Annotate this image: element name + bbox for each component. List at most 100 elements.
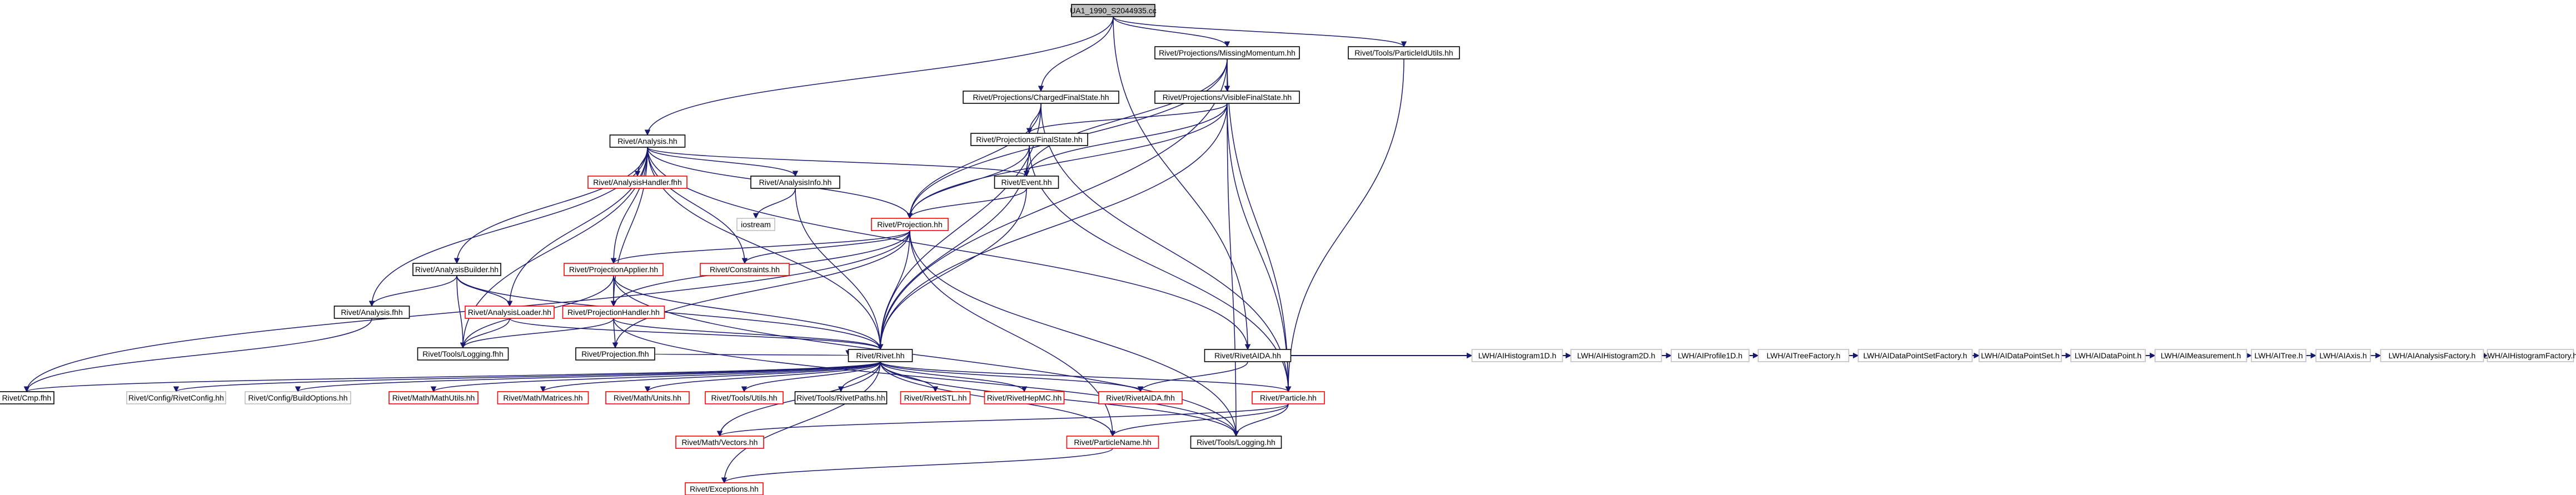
node-label: LWH/AIAxis.h [2319,351,2366,360]
node-tlog[interactable]: Rivet/Tools/Logging.hh [1190,436,1282,449]
node-label: Rivet/Rivet.hh [856,351,904,360]
edge-papp-to-rivet [613,275,884,351]
node-label: Rivet/Tools/Utils.hh [711,393,777,402]
edge-aida-to-aidaf [1137,361,1248,393]
node-ev[interactable]: Rivet/Event.hh [994,176,1059,189]
node-box [497,391,589,404]
edge-part-to-pname [1109,403,1289,437]
edge-ab-to-tlf [456,275,466,349]
node-part[interactable]: Rivet/Particle.hh [1252,391,1325,404]
node-box [1757,349,1850,362]
node-box [1154,46,1300,59]
node-box [1857,349,1973,362]
node-label: Rivet/Projections/VisibleFinalState.hh [1163,93,1292,102]
node-box [794,391,888,404]
edge-ana-to-af [368,147,648,307]
node-box [2251,349,2306,362]
node-label: Rivet/AnalysisInfo.hh [759,178,832,187]
node-cons[interactable]: Rivet/Constraints.hh [700,263,790,276]
edge-ana-to-ev [647,147,1030,177]
node-meas: LWH/AIMeasurement.h [2154,349,2248,362]
node-label: Rivet/Tools/Logging.hh [1197,438,1275,447]
node-box [2380,349,2484,362]
node-cfs[interactable]: Rivet/Projections/ChargedFinalState.hh [963,91,1119,104]
node-label: LWH/AITreeFactory.h [1767,351,1841,360]
node-tlf[interactable]: Rivet/Tools/Logging.fhh [417,347,509,361]
node-label: Rivet/Projections/ChargedFinalState.hh [973,93,1109,102]
node-fs[interactable]: Rivet/Projections/FinalState.hh [970,133,1088,146]
edge-ana-to-ainfo [647,147,799,177]
edge-rivet-to-part [880,361,1291,393]
node-root[interactable]: UA1_1990_S2044935.cc [1070,4,1157,17]
edge-rivet-to-exc [721,361,881,484]
node-h1: LWH/AIHistogram1D.h [1471,349,1563,362]
node-exc[interactable]: Rivet/Exceptions.hh [685,482,764,495]
edge-ana-to-ab [454,147,648,264]
node-trp[interactable]: Rivet/Tools/RivetPaths.hh [794,391,888,404]
node-mvec[interactable]: Rivet/Math/Vectors.hh [675,436,764,449]
node-label: LWH/AIHistogram2D.h [1577,351,1656,360]
node-label: Rivet/Exceptions.hh [690,484,759,493]
edge-pname-to-exc [721,448,1113,484]
edge-fs-to-part [1029,145,1292,393]
edge-rivet-to-aidaf [880,361,1144,393]
node-box [2070,349,2146,362]
node-box [1190,436,1282,449]
edge-proj-to-pf [612,230,910,349]
node-hepmc[interactable]: Rivet/RivetHepMC.hh [984,391,1065,404]
node-ph[interactable]: Rivet/ProjectionHandler.hh [562,306,665,319]
node-box [736,218,775,231]
edge-ana-to-ph [610,147,648,307]
node-mmu[interactable]: Rivet/Math/MathUtils.hh [388,391,479,404]
node-vfs[interactable]: Rivet/Projections/VisibleFinalState.hh [1154,91,1300,104]
node-label: LWH/AIMeasurement.h [2161,351,2241,360]
node-label: LWH/AIHistogramFactory.h [2484,351,2576,360]
node-al[interactable]: Rivet/AnalysisLoader.hh [465,306,555,319]
node-label: Rivet/Config/BuildOptions.hh [248,393,348,402]
node-rivet[interactable]: Rivet/Rivet.hh [848,349,913,362]
node-label: Rivet/Math/Units.hh [614,393,681,402]
edge-proj-to-papp [610,230,910,264]
node-box [609,134,686,148]
node-box [605,391,690,404]
node-label: Rivet/AnalysisBuilder.hh [415,265,499,274]
node-label: Rivet/AnalysisLoader.hh [468,308,551,317]
node-aidaf[interactable]: Rivet/RivetAIDA.fhh [1098,391,1183,404]
node-pf[interactable]: Rivet/Projection.fhh [575,347,655,361]
node-cfg: Rivet/Config/RivetConfig.hh [126,391,226,404]
node-munits[interactable]: Rivet/Math/Units.hh [605,391,690,404]
node-label: Rivet/Tools/ParticleIdUtils.hh [1354,48,1453,57]
node-cmp[interactable]: Rivet/Cmp.fhh [0,391,54,404]
edge-rivet-to-cmp [24,361,881,393]
node-pname[interactable]: Rivet/ParticleName.hh [1066,436,1159,449]
node-label: LWH/AIProfile1D.h [1678,351,1742,360]
node-tu[interactable]: Rivet/Tools/Utils.hh [705,391,784,404]
edge-vfs-to-proj [906,103,1228,219]
node-pu[interactable]: Rivet/Tools/ParticleIdUtils.hh [1348,46,1460,59]
node-ios: iostream [736,218,775,231]
node-ahf[interactable]: Rivet/AnalysisHandler.fhh [587,176,687,189]
edge-proj-to-tlog [909,230,1239,437]
node-ab[interactable]: Rivet/AnalysisBuilder.hh [412,263,501,276]
node-mm[interactable]: Rivet/Projections/MissingMomentum.hh [1154,46,1300,59]
node-box [750,176,840,189]
node-af[interactable]: Rivet/Analysis.fhh [333,306,410,319]
node-box [245,391,351,404]
edge-ev-to-rivet [877,188,1027,351]
edge-rivet-to-cfg [173,361,881,393]
node-box [1098,391,1183,404]
edge-rivet-to-mmat [540,361,881,393]
node-proj[interactable]: Rivet/Projection.hh [871,218,949,231]
node-mmat[interactable]: Rivet/Math/Matrices.hh [497,391,589,404]
node-box [575,347,655,361]
node-papp[interactable]: Rivet/ProjectionApplier.hh [564,263,664,276]
node-stl[interactable]: Rivet/RivetSTL.hh [900,391,971,404]
node-aida[interactable]: Rivet/RivetAIDA.hh [1204,349,1292,362]
node-ainfo[interactable]: Rivet/AnalysisInfo.hh [750,176,840,189]
edge-ana-to-al [506,147,648,307]
node-box [0,391,54,404]
node-box [417,347,509,361]
node-anaf: LWH/AIAnalysisFactory.h [2380,349,2484,362]
node-ana[interactable]: Rivet/Analysis.hh [609,134,686,148]
